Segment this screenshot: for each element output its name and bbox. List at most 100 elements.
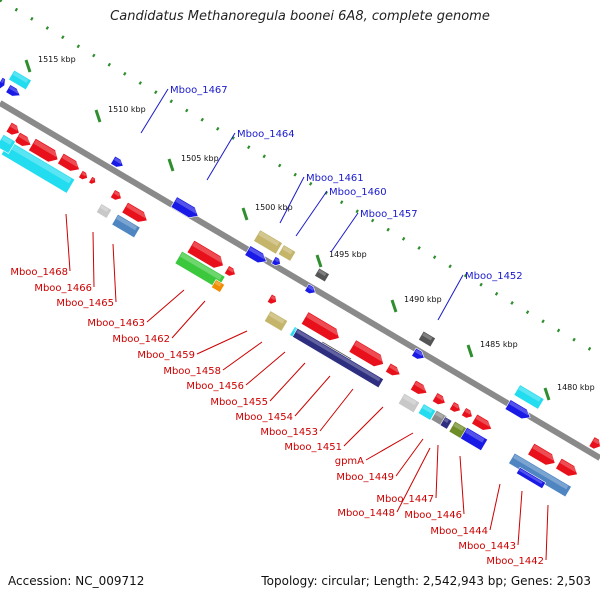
gene-feature — [109, 189, 122, 201]
gene-feature — [266, 293, 277, 305]
gene-label: Mboo_1447 — [376, 494, 434, 505]
gene-feature — [292, 327, 384, 389]
kbp-tick-label: 1490 kbp — [404, 295, 442, 304]
kbp-tick-label: 1505 kbp — [181, 154, 219, 163]
gene-label: Mboo_1466 — [34, 283, 92, 294]
leader-line — [269, 362, 306, 402]
leader-line — [395, 438, 424, 477]
kbp-tick — [390, 299, 398, 313]
leader-line — [396, 447, 431, 513]
gene-feature — [0, 76, 6, 90]
kbp-tick-label: 1510 kbp — [108, 105, 146, 114]
leader-line — [171, 300, 206, 339]
leader-line — [435, 444, 439, 499]
gene-feature — [304, 283, 316, 295]
gene-label: Mboo_1468 — [10, 267, 68, 278]
gene-label: Mboo_1451 — [284, 442, 342, 453]
gene-feature — [13, 131, 32, 147]
gene-feature — [439, 416, 453, 430]
leader-line — [65, 213, 71, 272]
gene-feature — [513, 384, 545, 410]
kbp-tick — [24, 59, 32, 73]
gene-label: Mboo_1452 — [465, 271, 523, 282]
gene-feature — [588, 436, 600, 450]
gene-label: Mboo_1442 — [486, 556, 544, 567]
leader-line — [517, 490, 523, 546]
leader-lines — [65, 88, 549, 561]
kbp-tick-label: 1485 kbp — [480, 340, 518, 349]
gene-feature — [244, 245, 267, 264]
leader-line — [319, 388, 354, 432]
gene-feature — [459, 426, 489, 452]
gene-feature — [186, 239, 224, 269]
leader-line — [245, 351, 286, 386]
gene-feature — [397, 392, 421, 414]
gene-feature — [110, 155, 124, 168]
gene-feature — [0, 134, 16, 154]
leader-line — [279, 176, 305, 224]
kbp-tick — [543, 387, 551, 401]
gene-label: Mboo_1461 — [306, 173, 364, 184]
kbp-tick — [241, 207, 249, 221]
gene-feature — [121, 201, 148, 223]
gene-feature — [431, 392, 446, 405]
gene-feature — [385, 362, 401, 376]
gene-label: Mboo_1460 — [329, 187, 387, 198]
leader-line — [140, 88, 169, 134]
topology-text: Topology: circular; Length: 2,542,943 bp… — [261, 574, 591, 588]
kbp-tick — [167, 158, 175, 172]
genes-layer — [0, 69, 600, 498]
gene-label: Mboo_1448 — [337, 508, 395, 519]
gene-feature — [555, 457, 578, 477]
gene-feature — [8, 69, 32, 91]
gene-label: Mboo_1464 — [237, 129, 295, 140]
leader-line — [545, 504, 549, 561]
leader-line — [295, 190, 328, 237]
gene-label: Mboo_1443 — [458, 541, 516, 552]
gene-label: Mboo_1453 — [260, 427, 318, 438]
leader-line — [365, 432, 414, 461]
gene-label: Mboo_1446 — [404, 510, 462, 521]
kbp-tick-label: 1480 kbp — [557, 383, 595, 392]
leader-line — [437, 274, 464, 321]
gene-feature — [300, 311, 340, 341]
gene-feature — [271, 256, 281, 266]
gene-feature — [411, 347, 425, 360]
leader-line — [489, 483, 501, 531]
leader-line — [196, 330, 248, 355]
gene-label: Mboo_1456 — [186, 381, 244, 392]
gene-label: Mboo_1462 — [112, 334, 170, 345]
kbp-tick-label: 1495 kbp — [329, 250, 367, 259]
gene-feature — [508, 452, 572, 498]
gene-label: Mboo_1463 — [87, 318, 145, 329]
gene-label: Mboo_1444 — [430, 526, 488, 537]
kbp-tick — [315, 254, 323, 268]
gene-feature — [5, 84, 21, 97]
gene-label: Mboo_1449 — [336, 472, 394, 483]
gene-feature — [527, 442, 556, 466]
gene-feature — [471, 413, 493, 431]
kbp-tick-label: 1500 kbp — [255, 203, 293, 212]
gene-feature — [170, 196, 199, 219]
gene-feature — [277, 244, 297, 262]
gene-labels: Mboo_1467Mboo_1464Mboo_1461Mboo_1460Mboo… — [10, 85, 544, 567]
gene-label: Mboo_1458 — [163, 366, 221, 377]
gene-label: gpmA — [335, 456, 364, 467]
kbp-tick — [466, 344, 474, 358]
gene-feature — [504, 399, 531, 420]
gene-feature — [223, 265, 236, 277]
gene-label: Mboo_1457 — [360, 209, 418, 220]
gene-label: Mboo_1454 — [235, 412, 293, 423]
leader-line — [146, 289, 185, 323]
gene-feature — [88, 176, 96, 185]
leader-line — [92, 231, 95, 288]
genome-backbone — [0, 100, 600, 461]
gene-label: Mboo_1467 — [170, 85, 228, 96]
gene-feature — [348, 339, 384, 367]
gene-feature — [515, 466, 547, 490]
leader-line — [294, 375, 331, 417]
leader-line — [343, 406, 384, 447]
